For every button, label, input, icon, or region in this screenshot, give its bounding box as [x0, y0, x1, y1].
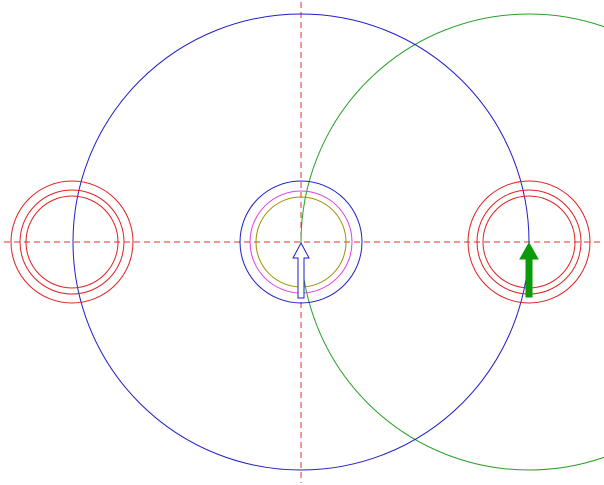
left-bolt-ring-outer [10, 180, 134, 304]
right-bolt-ring-outer [467, 180, 591, 304]
solid-up-arrow-icon [519, 241, 539, 298]
hollow-up-arrow-icon [292, 241, 310, 299]
left-bolt-ring-middle [19, 189, 125, 295]
left-bolt-hole [10, 180, 134, 304]
hub-outer-circle [239, 180, 363, 304]
left-bolt-ring-inner [25, 195, 119, 289]
